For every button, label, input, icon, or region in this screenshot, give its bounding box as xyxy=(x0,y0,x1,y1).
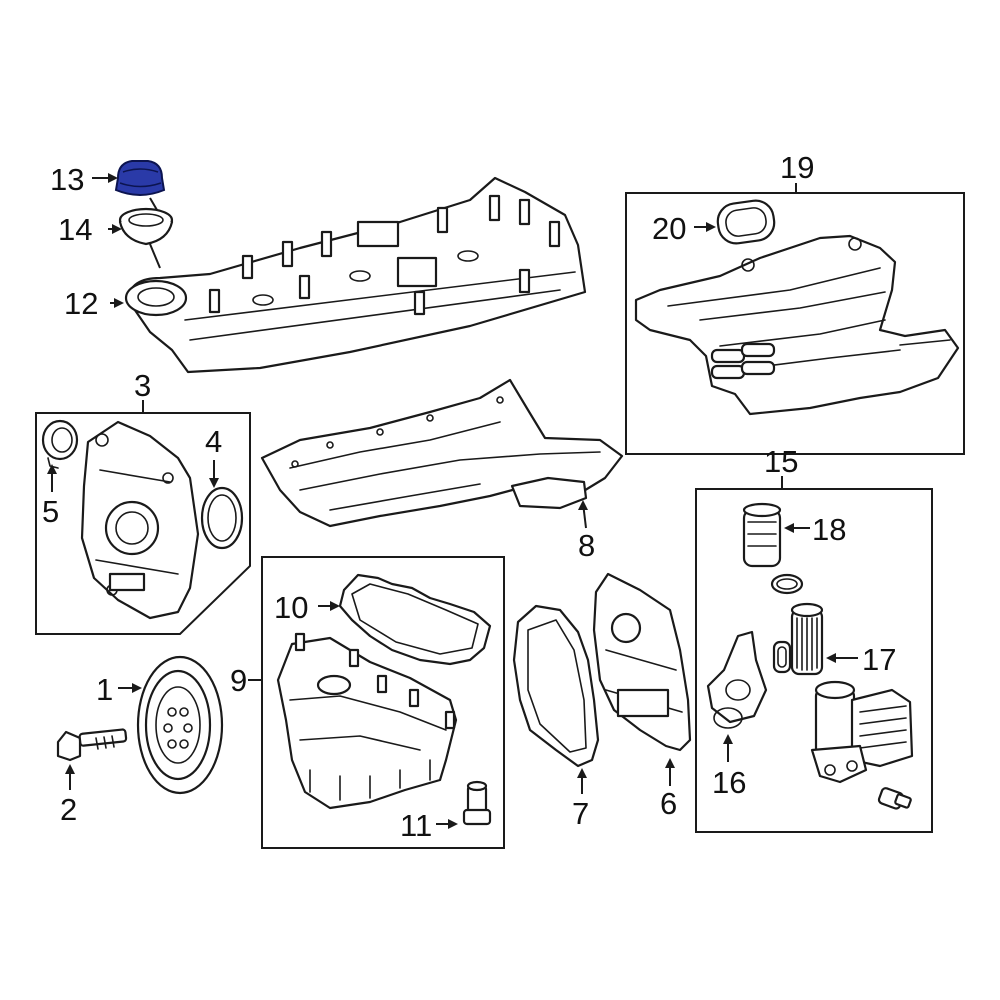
part-4-o-ring[interactable] xyxy=(200,486,244,550)
callout-6: 6 xyxy=(660,786,677,821)
part-5-seal[interactable] xyxy=(41,419,79,469)
group-frame-15 xyxy=(695,488,933,833)
part-19-intake-manifold[interactable] xyxy=(634,234,960,416)
callout-10: 10 xyxy=(274,590,308,625)
part-16-gasket[interactable] xyxy=(706,630,768,729)
part-8-upper-oil-pan[interactable] xyxy=(260,378,624,528)
callout-8: 8 xyxy=(578,528,595,563)
part-6-timing-cover[interactable] xyxy=(592,572,692,752)
callout-12: 12 xyxy=(64,286,98,321)
part-14-seal[interactable] xyxy=(118,207,174,246)
part-9-oil-pan[interactable] xyxy=(276,632,458,810)
callout-7: 7 xyxy=(572,796,589,831)
callout-19: 19 xyxy=(780,150,814,185)
part-15-oil-filter-housing[interactable] xyxy=(810,680,914,784)
part-7-cover-gasket[interactable] xyxy=(512,604,600,768)
callout-4: 4 xyxy=(205,424,222,459)
leader-lines xyxy=(47,173,858,829)
part-20-gasket[interactable] xyxy=(715,198,776,245)
callout-11: 11 xyxy=(400,808,432,843)
callout-2: 2 xyxy=(60,792,77,827)
callout-18: 18 xyxy=(812,512,846,547)
group-frame-9 xyxy=(261,556,505,849)
callout-17: 17 xyxy=(862,642,896,677)
callout-16: 16 xyxy=(712,765,746,800)
callout-13: 13 xyxy=(50,162,84,197)
callout-14: 14 xyxy=(58,212,92,247)
callout-20: 20 xyxy=(652,211,686,246)
part-10-pan-gasket[interactable] xyxy=(338,573,492,666)
callout-3: 3 xyxy=(134,368,151,403)
oil-sensor[interactable] xyxy=(877,787,912,810)
filter-o-ring[interactable] xyxy=(770,573,804,595)
part-11-drain-plug[interactable] xyxy=(462,780,492,826)
part-1-pulley[interactable] xyxy=(136,655,224,795)
callout-15: 15 xyxy=(764,444,798,479)
part-3-front-cover[interactable] xyxy=(80,420,200,620)
part-12-valve-cover[interactable] xyxy=(124,176,587,374)
filter-small-seal[interactable] xyxy=(772,640,792,674)
callout-1: 1 xyxy=(96,672,113,707)
part-13-cap[interactable] xyxy=(114,160,166,196)
callout-9: 9 xyxy=(230,663,247,698)
part-17-filter-element[interactable] xyxy=(790,602,824,676)
callout-labels: 13 14 12 19 20 3 4 5 15 18 8 10 17 9 1 1… xyxy=(42,150,896,843)
group-frame-3 xyxy=(35,412,251,635)
part-18-filter-cap[interactable] xyxy=(742,502,782,568)
part-2-bolt[interactable] xyxy=(56,728,128,762)
callout-5: 5 xyxy=(42,494,59,529)
